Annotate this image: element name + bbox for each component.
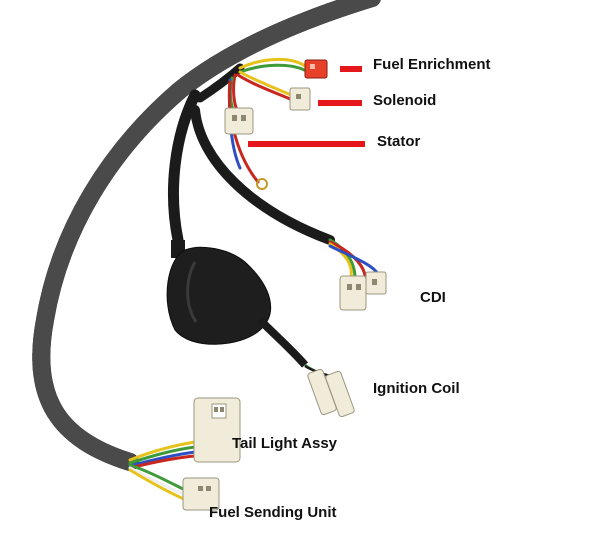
solenoid-pointer <box>318 100 362 106</box>
fuel-sending-connector <box>182 477 220 511</box>
label-ignition-coil: Ignition Coil <box>373 380 460 397</box>
upper-branch <box>167 63 335 246</box>
fuel-enrichment-pointer <box>340 66 362 72</box>
cdi-connector <box>339 271 387 311</box>
label-cdi: CDI <box>420 289 446 306</box>
label-fuel-sending-unit: Fuel Sending Unit <box>209 504 337 521</box>
label-tail-light-assy: Tail Light Assy <box>232 435 338 452</box>
stator-pointer <box>248 141 365 147</box>
top-wires <box>227 57 310 184</box>
stator-connector <box>224 107 254 135</box>
main-sheath <box>32 0 381 471</box>
label-stator: Stator <box>377 133 421 150</box>
fuel-enrichment-connector <box>304 59 328 79</box>
rubber-boot <box>166 240 309 368</box>
solenoid-connector <box>289 87 311 111</box>
stator-ring-terminal <box>256 178 268 190</box>
lower-wires <box>128 440 197 502</box>
label-fuel-enrichment: Fuel Enrichment <box>373 56 491 73</box>
label-solenoid: Solenoid <box>373 92 437 109</box>
ignition-coil-connector <box>307 368 355 418</box>
tail-light-connector <box>193 397 241 463</box>
